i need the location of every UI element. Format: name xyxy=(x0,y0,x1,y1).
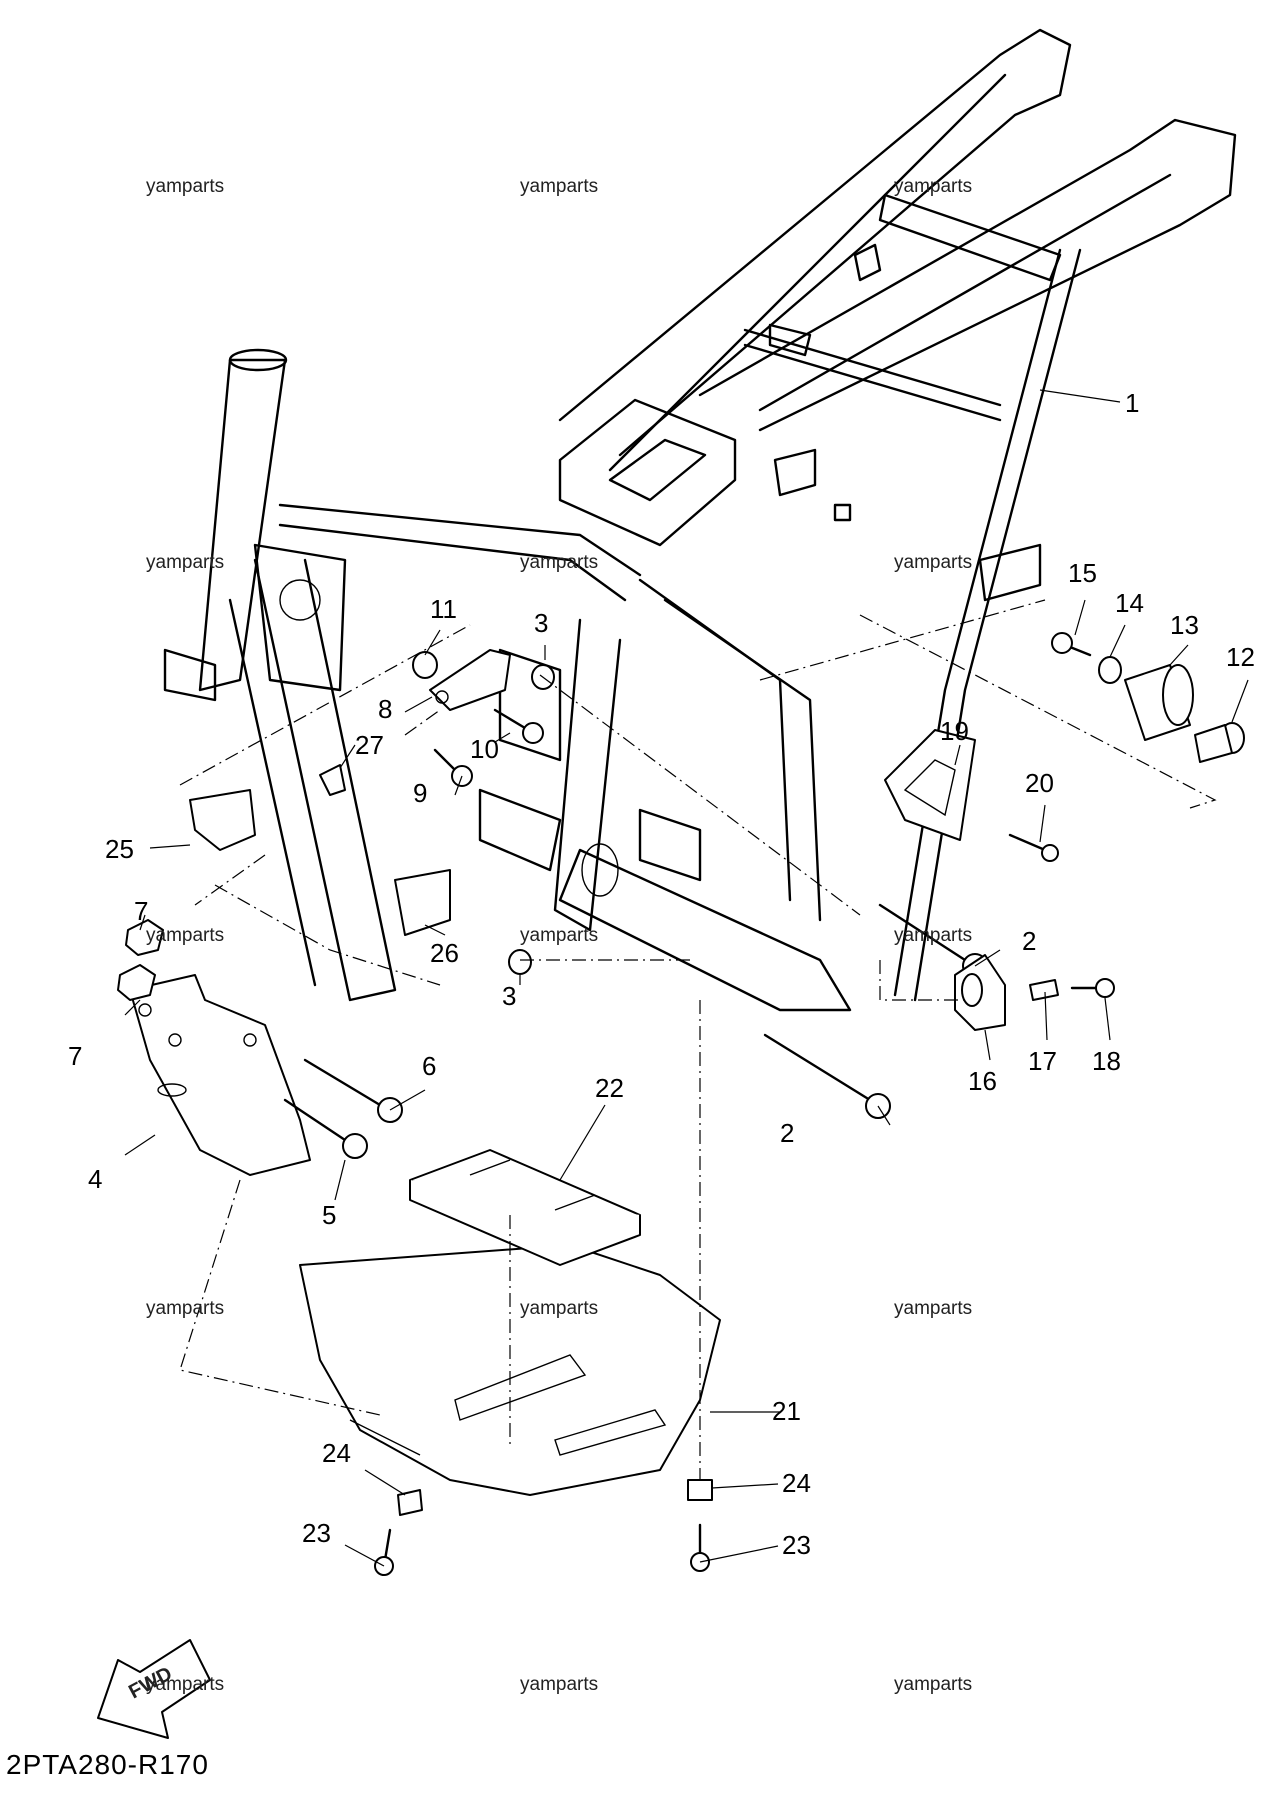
callout-24: 24 xyxy=(322,1438,351,1468)
engine-mount-plate xyxy=(129,974,311,1176)
leader-lines xyxy=(124,389,1249,1567)
watermark: yamparts xyxy=(146,176,225,197)
watermark: yamparts xyxy=(520,1674,599,1695)
callout-23: 23 xyxy=(782,1530,811,1560)
watermark: yamparts xyxy=(520,1298,599,1319)
callout-13: 13 xyxy=(1170,610,1199,640)
watermark: yamparts xyxy=(894,1298,973,1319)
callout-17: 17 xyxy=(1028,1046,1057,1076)
callout-18: 18 xyxy=(1092,1046,1121,1076)
watermark: yamparts xyxy=(146,552,225,573)
callout-3: 3 xyxy=(502,981,517,1011)
callout-15: 15 xyxy=(1068,558,1097,588)
callout-11: 11 xyxy=(430,594,457,624)
callout-21: 21 xyxy=(772,1396,801,1426)
callout-26: 26 xyxy=(430,938,459,968)
callout-20: 20 xyxy=(1025,768,1054,798)
fwd-arrow-icon xyxy=(97,1639,211,1739)
watermark: yamparts xyxy=(894,925,973,946)
watermark: yamparts xyxy=(894,552,973,573)
skid-plate xyxy=(299,1244,721,1496)
callout-12: 12 xyxy=(1226,642,1255,672)
watermark: yamparts xyxy=(146,925,225,946)
callout-5: 5 xyxy=(322,1200,337,1230)
callout-19: 19 xyxy=(940,716,969,746)
callout-23: 23 xyxy=(302,1518,331,1548)
alignment-lines xyxy=(179,599,1217,1480)
bolts-and-hardware xyxy=(117,632,1245,1576)
watermark: yamparts xyxy=(894,1674,973,1695)
callout-7: 7 xyxy=(68,1041,83,1071)
callout-4: 4 xyxy=(88,1164,103,1194)
watermark: yamparts xyxy=(520,552,599,573)
callout-14: 14 xyxy=(1115,588,1144,618)
callout-2: 2 xyxy=(1022,926,1037,956)
callout-24: 24 xyxy=(782,1468,811,1498)
watermark: yamparts xyxy=(146,1674,225,1695)
watermark: yamparts xyxy=(894,176,973,197)
diagram-code: 2PTA280-R170 xyxy=(6,1749,209,1780)
callout-3: 3 xyxy=(534,608,549,638)
watermark: yamparts xyxy=(520,925,599,946)
callout-16: 16 xyxy=(968,1066,997,1096)
main-frame xyxy=(163,28,1237,1012)
callout-2: 2 xyxy=(780,1118,795,1148)
callout-10: 10 xyxy=(470,734,499,764)
skid-pad xyxy=(409,1149,641,1266)
callout-6: 6 xyxy=(422,1051,437,1081)
watermark: yamparts xyxy=(520,176,599,197)
watermark: yamparts xyxy=(146,1298,225,1319)
callout-27: 27 xyxy=(355,730,384,760)
callout-7: 7 xyxy=(134,896,149,926)
callout-1: 1 xyxy=(1125,388,1140,418)
callout-8: 8 xyxy=(378,694,393,724)
callout-9: 9 xyxy=(413,778,428,808)
callout-25: 25 xyxy=(105,834,134,864)
callout-22: 22 xyxy=(595,1073,624,1103)
